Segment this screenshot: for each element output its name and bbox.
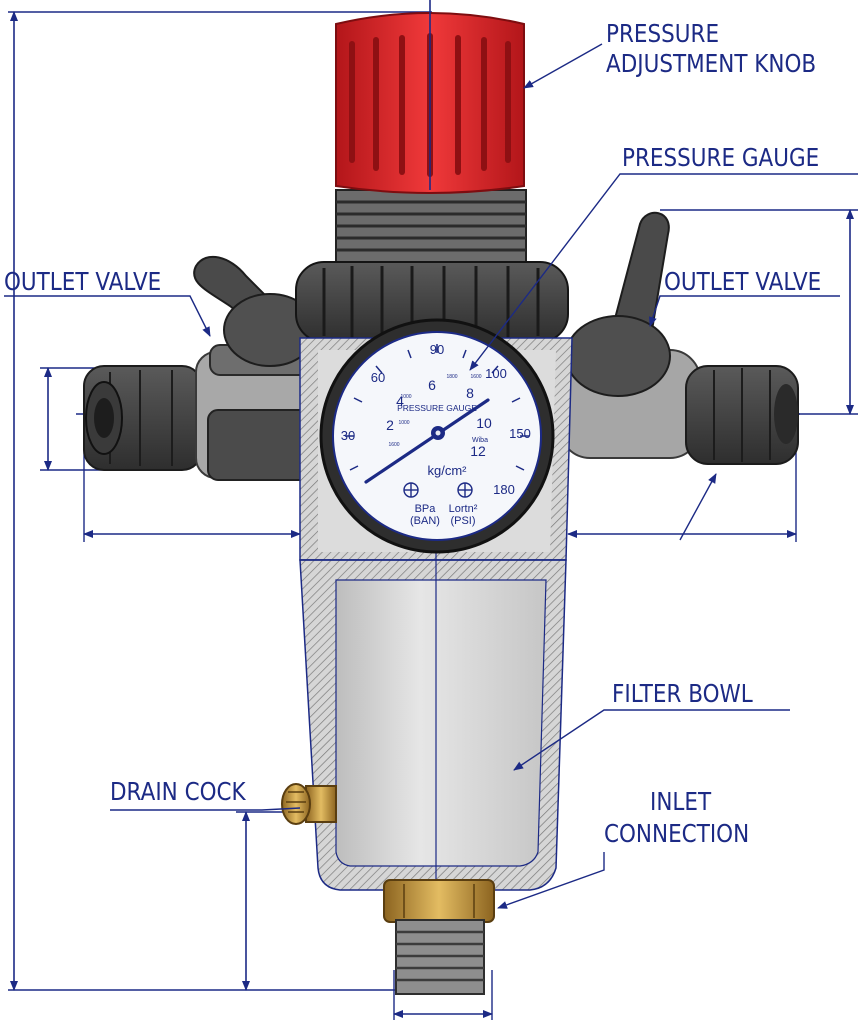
gauge-small-mark: 1800	[446, 374, 457, 380]
gauge-inner-label: 4	[396, 393, 404, 409]
overall-height-dimension	[8, 11, 432, 991]
gauge-small-mark: 1000	[398, 420, 409, 426]
drain-cock	[281, 783, 337, 825]
gauge-inner-label: 6	[428, 377, 436, 393]
gauge-right-unit: Lortn²	[449, 503, 478, 515]
label-pressure-adjustment-knob-line1: PRESSURE	[606, 19, 720, 48]
label-drain-cock: DRAIN COCK	[110, 777, 246, 806]
gauge-right-unit-sub: (PSI)	[450, 515, 475, 527]
gauge-inner-label: 10	[476, 415, 492, 431]
gauge-inner-label: 8	[466, 385, 474, 401]
label-inlet-line2: CONNECTION	[604, 819, 750, 848]
label-filter-bowl: FILTER BOWL	[612, 679, 753, 708]
threaded-stem	[335, 189, 527, 271]
gauge-outer-label: 90	[430, 342, 444, 357]
gauge-needle	[364, 398, 490, 484]
pressure-adjustment-knob	[335, 0, 525, 194]
gauge-outer-label: 30	[341, 428, 355, 443]
label-inlet-line1: INLET	[650, 787, 712, 816]
label-pressure-adjustment-knob-line2: ADJUSTMENT KNOB	[606, 49, 817, 78]
gauge-title: PRESSURE GAUGE	[397, 403, 477, 413]
gauge-outer-label: 180	[493, 482, 515, 497]
pressure-gauge: 30 60 90 100 150 180 2 4 6 8 10 12 1600 …	[319, 318, 555, 554]
gauge-left-unit-sub: (BAN)	[410, 515, 440, 527]
inlet-width-dimension	[393, 970, 493, 1020]
gauge-unit: kg/cm²	[428, 463, 468, 478]
leader-lines	[4, 43, 858, 909]
gauge-small-mark: 1000	[400, 394, 411, 400]
gauge-small-mark: Wiba	[472, 437, 488, 444]
gauge-inner-label: 12	[470, 443, 486, 459]
label-outlet-valve-left: OUTLET VALVE	[4, 267, 162, 296]
gauge-outer-label: 150	[509, 426, 531, 441]
inlet-connection	[383, 879, 495, 995]
gauge-plus-left	[403, 482, 419, 498]
gauge-small-mark: 1600	[388, 442, 399, 448]
label-outlet-valve-right: OUTLET VALVE	[664, 267, 822, 296]
gauge-outer-label: 100	[485, 366, 507, 381]
gauge-plus-right	[457, 482, 473, 498]
gauge-inner-label: 2	[386, 417, 394, 433]
label-pressure-gauge: PRESSURE GAUGE	[622, 143, 820, 172]
gauge-outer-label: 60	[371, 370, 385, 385]
right-outlet-valve	[559, 211, 799, 465]
gauge-left-unit: BPa	[415, 503, 437, 515]
drain-height-dimension	[236, 811, 290, 991]
gauge-outer-ticks	[345, 344, 529, 471]
gauge-small-mark: 1600	[470, 374, 481, 380]
